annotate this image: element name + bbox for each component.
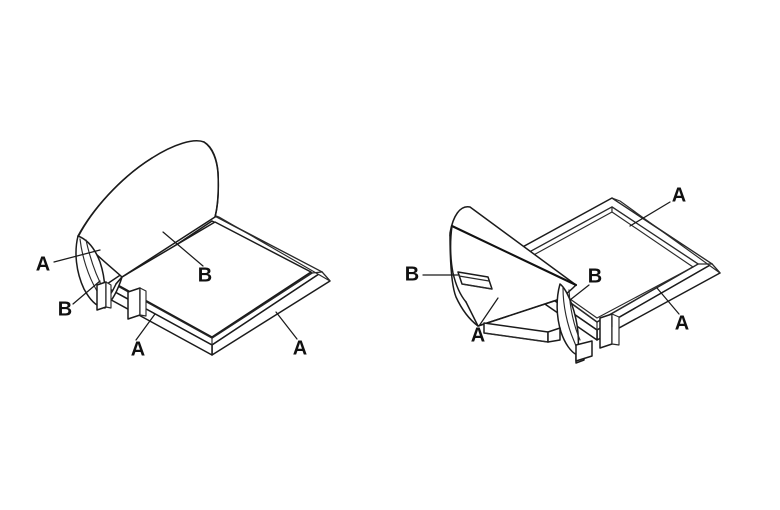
leader-left-b-1: [72, 280, 101, 305]
callout-left-b-2: B: [198, 264, 212, 286]
sheet-curl-left-edge: [77, 157, 153, 237]
leader-right-b-2: [569, 284, 590, 301]
sheet-curl-free-edge: [203, 141, 220, 218]
leader-left-a-2: [135, 313, 156, 341]
right-sheet-lower-edge: [465, 300, 555, 327]
ledge-bar-end-face: [547, 327, 561, 343]
ledge-bar-edge: [483, 332, 549, 343]
ledge-bar-top: [483, 322, 549, 343]
right-sheet-pull-tab-crease: [458, 275, 490, 282]
leader-left-a-3: [275, 311, 298, 340]
leader-left-a-1: [53, 249, 101, 263]
right-sheet-fold-edge: [450, 224, 578, 287]
callout-right-b-2: B: [588, 265, 602, 287]
frame-right-corner-edge: [311, 271, 323, 274]
left-callout-leaders: [53, 231, 298, 341]
right-callout-leaders: [422, 201, 680, 327]
right-sheet-pull-tab-edge: [461, 283, 493, 290]
leader-right-a-3: [656, 287, 680, 315]
right-sheet-foot: [575, 340, 593, 362]
figure-right: A B B A A: [405, 184, 721, 364]
callout-left-a-1: A: [36, 253, 50, 275]
figure-left: A B B A A: [36, 140, 331, 360]
clip-2-side: [139, 287, 147, 317]
callout-right-a-1: A: [672, 184, 686, 206]
right-clip-body: [599, 313, 613, 349]
clip-2-body: [127, 287, 141, 320]
callout-right-a-2: A: [471, 324, 485, 346]
callout-left-a-2: A: [131, 338, 145, 360]
right-sheet-curl-crease-2: [568, 289, 581, 341]
right-retaining-hardware: [483, 313, 620, 362]
clip-1-body: [96, 281, 107, 311]
leader-left-b-2: [162, 231, 204, 267]
leader-right-a-2: [478, 297, 499, 327]
right-frame-back-right-side: [611, 197, 721, 274]
left-retaining-clips: [96, 281, 147, 320]
leader-right-a-1: [629, 201, 671, 227]
frame-back-right-side: [210, 213, 331, 282]
right-clip-side: [611, 313, 620, 346]
callout-left-b-1: B: [58, 298, 72, 320]
callout-right-a-3: A: [675, 312, 689, 334]
clip-1-side: [105, 281, 112, 309]
callout-left-a-3: A: [293, 337, 307, 359]
callout-right-b-1: B: [405, 263, 419, 285]
right-sheet-left-free-edge: [449, 225, 467, 303]
